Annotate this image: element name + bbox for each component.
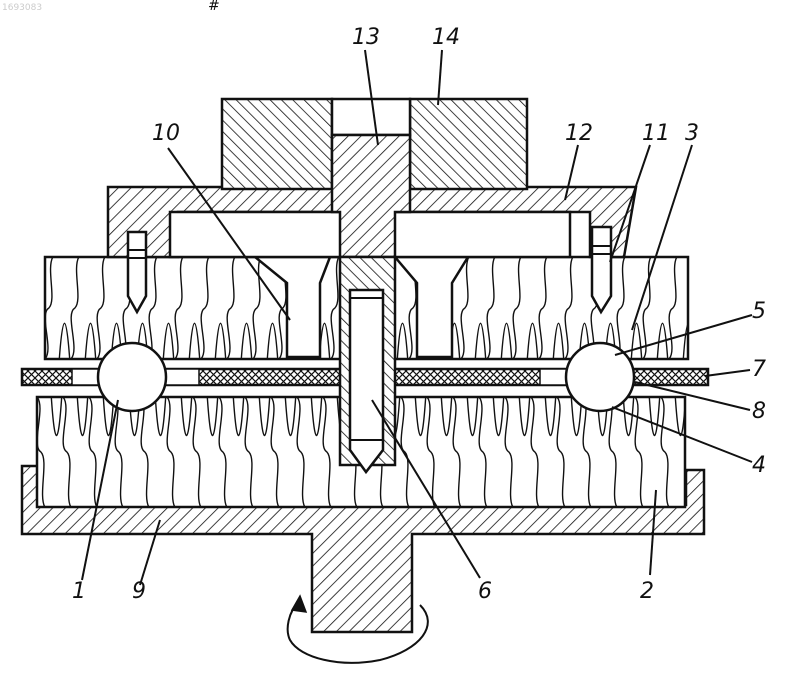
film-gap-center xyxy=(165,369,199,385)
top-block-14-right xyxy=(410,99,527,189)
label-3: 3 xyxy=(685,121,699,146)
label-12: 12 xyxy=(565,121,593,146)
label-11: 11 xyxy=(642,121,670,146)
label-6: 6 xyxy=(478,579,492,604)
label-9: 9 xyxy=(132,579,146,604)
label-8: 8 xyxy=(752,399,766,424)
label-13: 13 xyxy=(352,25,380,50)
label-2: 2 xyxy=(640,579,654,604)
label-7: 7 xyxy=(752,357,766,382)
top-gap xyxy=(332,99,410,135)
spindle-6 xyxy=(340,257,395,472)
stray-mark: # xyxy=(208,0,220,14)
label-5: 5 xyxy=(752,299,766,324)
pin-11-left xyxy=(128,232,146,312)
top-block-14-left xyxy=(222,99,332,189)
label-4: 4 xyxy=(752,453,766,478)
pin-11-right xyxy=(592,227,611,312)
watermark-text: 1693083 xyxy=(2,3,42,13)
label-10: 10 xyxy=(152,121,180,146)
label-1: 1 xyxy=(72,579,86,604)
label-14: 14 xyxy=(432,25,460,50)
film-gap-left xyxy=(72,369,100,385)
ball-1 xyxy=(98,343,166,411)
